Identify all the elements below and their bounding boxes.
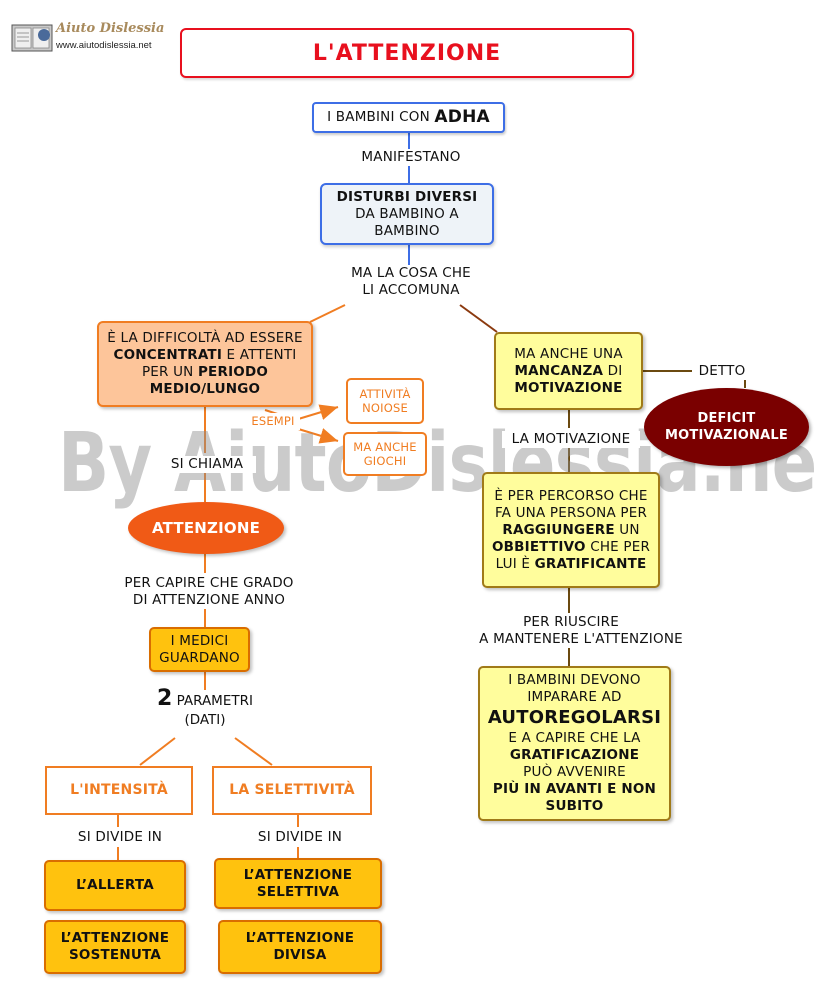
parametri-dati: (DATI) [184, 712, 226, 728]
autoregolarsi-text-3: PUÒ AVVENIRE [523, 764, 626, 780]
link-si-divide-1: SI DIVIDE IN [62, 829, 178, 846]
mancanza-bold: MANCANZA [514, 362, 604, 379]
node-autoregolarsi: I BAMBINI DEVONO IMPARARE AD AUTOREGOLAR… [478, 666, 671, 821]
page-title: L'ATTENZIONE [180, 28, 634, 78]
divisa-label: L’ATTENZIONE DIVISA [245, 930, 355, 963]
node-attivita-noiose: ATTIVITÀ NOIOSE [346, 378, 424, 424]
allerta-label: L’ALLERTA [76, 877, 154, 893]
link-esempi: ESEMPI [246, 413, 300, 430]
piu-in-avanti-bold: PIÙ IN AVANTI E NON SUBITO [492, 781, 657, 814]
node-difficolta: È LA DIFFICOLTÀ AD ESSERE CONCENTRATI E … [97, 321, 313, 407]
link-la-motivazione: LA MOTIVAZIONE [502, 431, 640, 448]
adha-label: ADHA [434, 107, 490, 127]
percorso-text-3: CHE PER LUI È [495, 538, 651, 572]
bambini-label: I BAMBINI CON [327, 109, 435, 125]
difficolta-concentrati: CONCENTRATI [113, 347, 223, 363]
motivazione-bold: MOTIVAZIONE [514, 379, 623, 396]
node-percorso: È PER PERCORSO CHE FA UNA PERSONA PER RA… [482, 472, 660, 588]
obbiettivo-bold: OBBIETTIVO [491, 538, 586, 555]
parametri-number: 2 [157, 686, 173, 711]
node-deficit: DEFICIT MOTIVAZIONALE [644, 388, 809, 466]
autoregolarsi-text-1: I BAMBINI DEVONO IMPARARE AD [508, 672, 641, 705]
attenzione-label: ATTENZIONE [151, 518, 261, 537]
node-parametri: 2 PARAMETRI (DATI) [140, 688, 270, 729]
link-ma-la-cosa: MA LA COSA CHE [338, 265, 484, 282]
link-a-mantenere: A MANTENERE L'ATTENZIONE [470, 631, 692, 648]
node-mancanza: MA ANCHE UNA MANCANZA DI MOTIVAZIONE [494, 332, 643, 410]
sostenuta-label: L’ATTENZIONE SOSTENUTA [60, 930, 170, 963]
difficolta-periodo: PERIODO MEDIO/LUNGO [149, 364, 269, 397]
link-manifestano: MANIFESTANO [353, 149, 469, 166]
deficit-label: DEFICIT MOTIVAZIONALE [665, 411, 788, 443]
node-bambini-adha: I BAMBINI CON ADHA [312, 102, 505, 133]
link-detto: DETTO [692, 363, 752, 380]
raggiungere-bold: RAGGIUNGERE [502, 521, 615, 538]
node-allerta: L’ALLERTA [44, 860, 186, 911]
node-attenzione-oval: ATTENZIONE [128, 502, 284, 554]
node-selettivita: LA SELETTIVITÀ [212, 766, 372, 815]
disturbi-bold: DISTURBI DIVERSI [336, 188, 478, 205]
page-title-text: L'ATTENZIONE [312, 40, 502, 66]
mancanza-text-1: MA ANCHE UNA [514, 345, 623, 362]
logo-name: Aiuto Dislessia [56, 21, 165, 36]
link-si-chiama: SI CHIAMA [158, 456, 256, 473]
autoregolarsi-big: AUTOREGOLARSI [487, 707, 662, 728]
percorso-text-2: UN [614, 521, 640, 538]
node-intensita: L'INTENSITÀ [45, 766, 193, 815]
link-per-capire-1: PER CAPIRE CHE GRADO [110, 575, 308, 592]
node-attenzione-selettiva: L’ATTENZIONE SELETTIVA [214, 858, 382, 909]
selettivita-label: LA SELETTIVITÀ [229, 782, 355, 798]
intensita-label: L'INTENSITÀ [70, 782, 168, 798]
gratificante-bold: GRATIFICANTE [534, 555, 647, 572]
link-li-accomuna: LI ACCOMUNA [348, 282, 474, 299]
attivita-label: ATTIVITÀ NOIOSE [359, 387, 411, 415]
node-medici: I MEDICI GUARDANO [149, 627, 250, 672]
medici-label: I MEDICI GUARDANO [159, 632, 240, 666]
attenzione-selettiva-label: L’ATTENZIONE SELETTIVA [243, 866, 353, 900]
logo-book-icon [11, 24, 53, 52]
site-logo[interactable]: Aiuto Dislessia www.aiutodislessia.net [10, 18, 170, 60]
mancanza-text-2: DI [603, 362, 623, 379]
link-si-divide-2: SI DIVIDE IN [242, 829, 358, 846]
giochi-label: MA ANCHE GIOCHI [353, 440, 417, 468]
difficolta-text-2: E ATTENTI PER UN [141, 347, 297, 380]
disturbi-rest: DA BAMBINO A BAMBINO [355, 205, 459, 239]
node-disturbi: DISTURBI DIVERSI DA BAMBINO A BAMBINO [320, 183, 494, 245]
percorso-text-1: È PER PERCORSO CHE FA UNA PERSONA PER [494, 487, 648, 521]
link-per-capire-2: DI ATTENZIONE ANNO [120, 592, 298, 609]
difficolta-text-1: È LA DIFFICOLTÀ AD ESSERE [107, 330, 303, 346]
logo-url: www.aiutodislessia.net [56, 40, 152, 51]
node-divisa: L’ATTENZIONE DIVISA [218, 920, 382, 974]
autoregolarsi-text-2: E A CAPIRE CHE LA [508, 730, 641, 746]
node-sostenuta: L’ATTENZIONE SOSTENUTA [44, 920, 186, 974]
gratificazione-bold: GRATIFICAZIONE [509, 747, 640, 763]
link-per-riuscire: PER RIUSCIRE [514, 614, 628, 631]
parametri-label: PARAMETRI [172, 693, 253, 709]
node-giochi: MA ANCHE GIOCHI [343, 432, 427, 476]
